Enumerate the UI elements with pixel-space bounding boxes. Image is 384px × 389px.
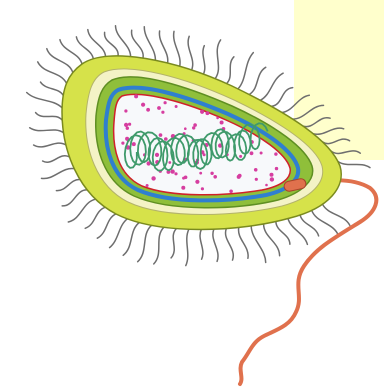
ribosome bbox=[164, 101, 167, 104]
pilus bbox=[249, 67, 266, 94]
pilus bbox=[144, 27, 155, 61]
ribosome bbox=[124, 109, 127, 112]
ribosome bbox=[184, 127, 187, 130]
ribosome bbox=[270, 177, 274, 181]
ribosome bbox=[146, 184, 149, 187]
pilus bbox=[303, 118, 330, 127]
pilus bbox=[251, 226, 266, 263]
ribosome bbox=[201, 187, 204, 190]
ribosome bbox=[239, 155, 242, 158]
ribosome bbox=[182, 177, 185, 180]
pilus bbox=[85, 207, 105, 228]
pilus bbox=[42, 168, 75, 178]
pilus bbox=[97, 214, 116, 238]
pilus bbox=[174, 31, 180, 66]
pilus bbox=[264, 224, 280, 256]
pilus bbox=[226, 229, 234, 261]
pilus bbox=[123, 223, 139, 256]
pilus bbox=[227, 57, 234, 84]
pilus bbox=[186, 229, 189, 265]
pilus bbox=[62, 190, 87, 206]
pilus bbox=[282, 95, 309, 112]
pilus bbox=[27, 93, 62, 108]
ribosome bbox=[206, 111, 210, 115]
pilus bbox=[138, 225, 152, 261]
pilus bbox=[68, 199, 95, 222]
pilus bbox=[132, 30, 144, 58]
ribosome bbox=[121, 142, 124, 145]
ribosome bbox=[168, 161, 171, 164]
pilus bbox=[239, 228, 249, 259]
ribosome bbox=[132, 142, 136, 146]
ribosome bbox=[126, 127, 129, 130]
pilus bbox=[293, 105, 324, 119]
pilus bbox=[260, 73, 283, 100]
pilus bbox=[188, 36, 193, 70]
pilus bbox=[313, 128, 344, 134]
ribosome bbox=[275, 167, 278, 170]
pilus bbox=[105, 32, 119, 56]
pilus bbox=[43, 156, 70, 162]
ribosome bbox=[157, 106, 161, 110]
ribosome bbox=[128, 123, 131, 126]
pilus bbox=[271, 88, 292, 107]
ribosome bbox=[265, 184, 268, 187]
ribosome bbox=[151, 176, 155, 180]
ribosome bbox=[170, 169, 174, 173]
ribosome bbox=[199, 172, 202, 175]
ribosome bbox=[254, 168, 258, 172]
pilus bbox=[38, 62, 67, 83]
ribosome bbox=[174, 172, 177, 175]
ribosome bbox=[216, 117, 219, 120]
pilus bbox=[56, 180, 80, 191]
pilus bbox=[60, 40, 82, 64]
ribosome bbox=[274, 152, 277, 155]
ribosome bbox=[124, 123, 128, 127]
ribosome bbox=[237, 175, 241, 179]
pilus bbox=[34, 143, 66, 147]
pilus bbox=[331, 151, 360, 154]
ribosome bbox=[260, 152, 263, 155]
ribosome bbox=[134, 94, 138, 98]
ribosome bbox=[270, 173, 274, 177]
pilus bbox=[323, 204, 350, 225]
ribosome bbox=[155, 153, 159, 157]
pilus bbox=[171, 229, 176, 258]
ribosome bbox=[146, 108, 150, 112]
pilus bbox=[203, 46, 205, 74]
ribosome bbox=[195, 180, 199, 184]
pilus bbox=[213, 229, 218, 261]
pilus bbox=[76, 37, 93, 59]
pilus bbox=[338, 162, 370, 168]
pilus bbox=[110, 219, 128, 248]
ribosome bbox=[175, 105, 178, 108]
pilus bbox=[276, 222, 290, 245]
pilus bbox=[300, 215, 319, 236]
ribosome bbox=[159, 133, 163, 137]
ribosome bbox=[181, 186, 185, 190]
pilus bbox=[215, 40, 221, 79]
ribosome bbox=[193, 123, 197, 127]
ribosome bbox=[213, 175, 217, 179]
pilus bbox=[47, 49, 73, 73]
ribosome bbox=[220, 121, 224, 125]
ribosome bbox=[255, 178, 258, 181]
pilus bbox=[41, 82, 64, 95]
ribosome bbox=[141, 103, 145, 107]
ribosome bbox=[210, 172, 213, 175]
pilus bbox=[238, 53, 253, 89]
pilus bbox=[36, 113, 63, 121]
pilus bbox=[200, 230, 203, 260]
ribosome bbox=[161, 111, 164, 114]
ribosome bbox=[164, 137, 168, 141]
pilus bbox=[30, 128, 64, 133]
ribosome bbox=[229, 190, 233, 194]
ribosome bbox=[200, 110, 204, 114]
ribosome bbox=[250, 151, 254, 155]
pilus bbox=[159, 31, 167, 63]
pilus bbox=[154, 227, 164, 264]
pilus bbox=[323, 139, 350, 144]
